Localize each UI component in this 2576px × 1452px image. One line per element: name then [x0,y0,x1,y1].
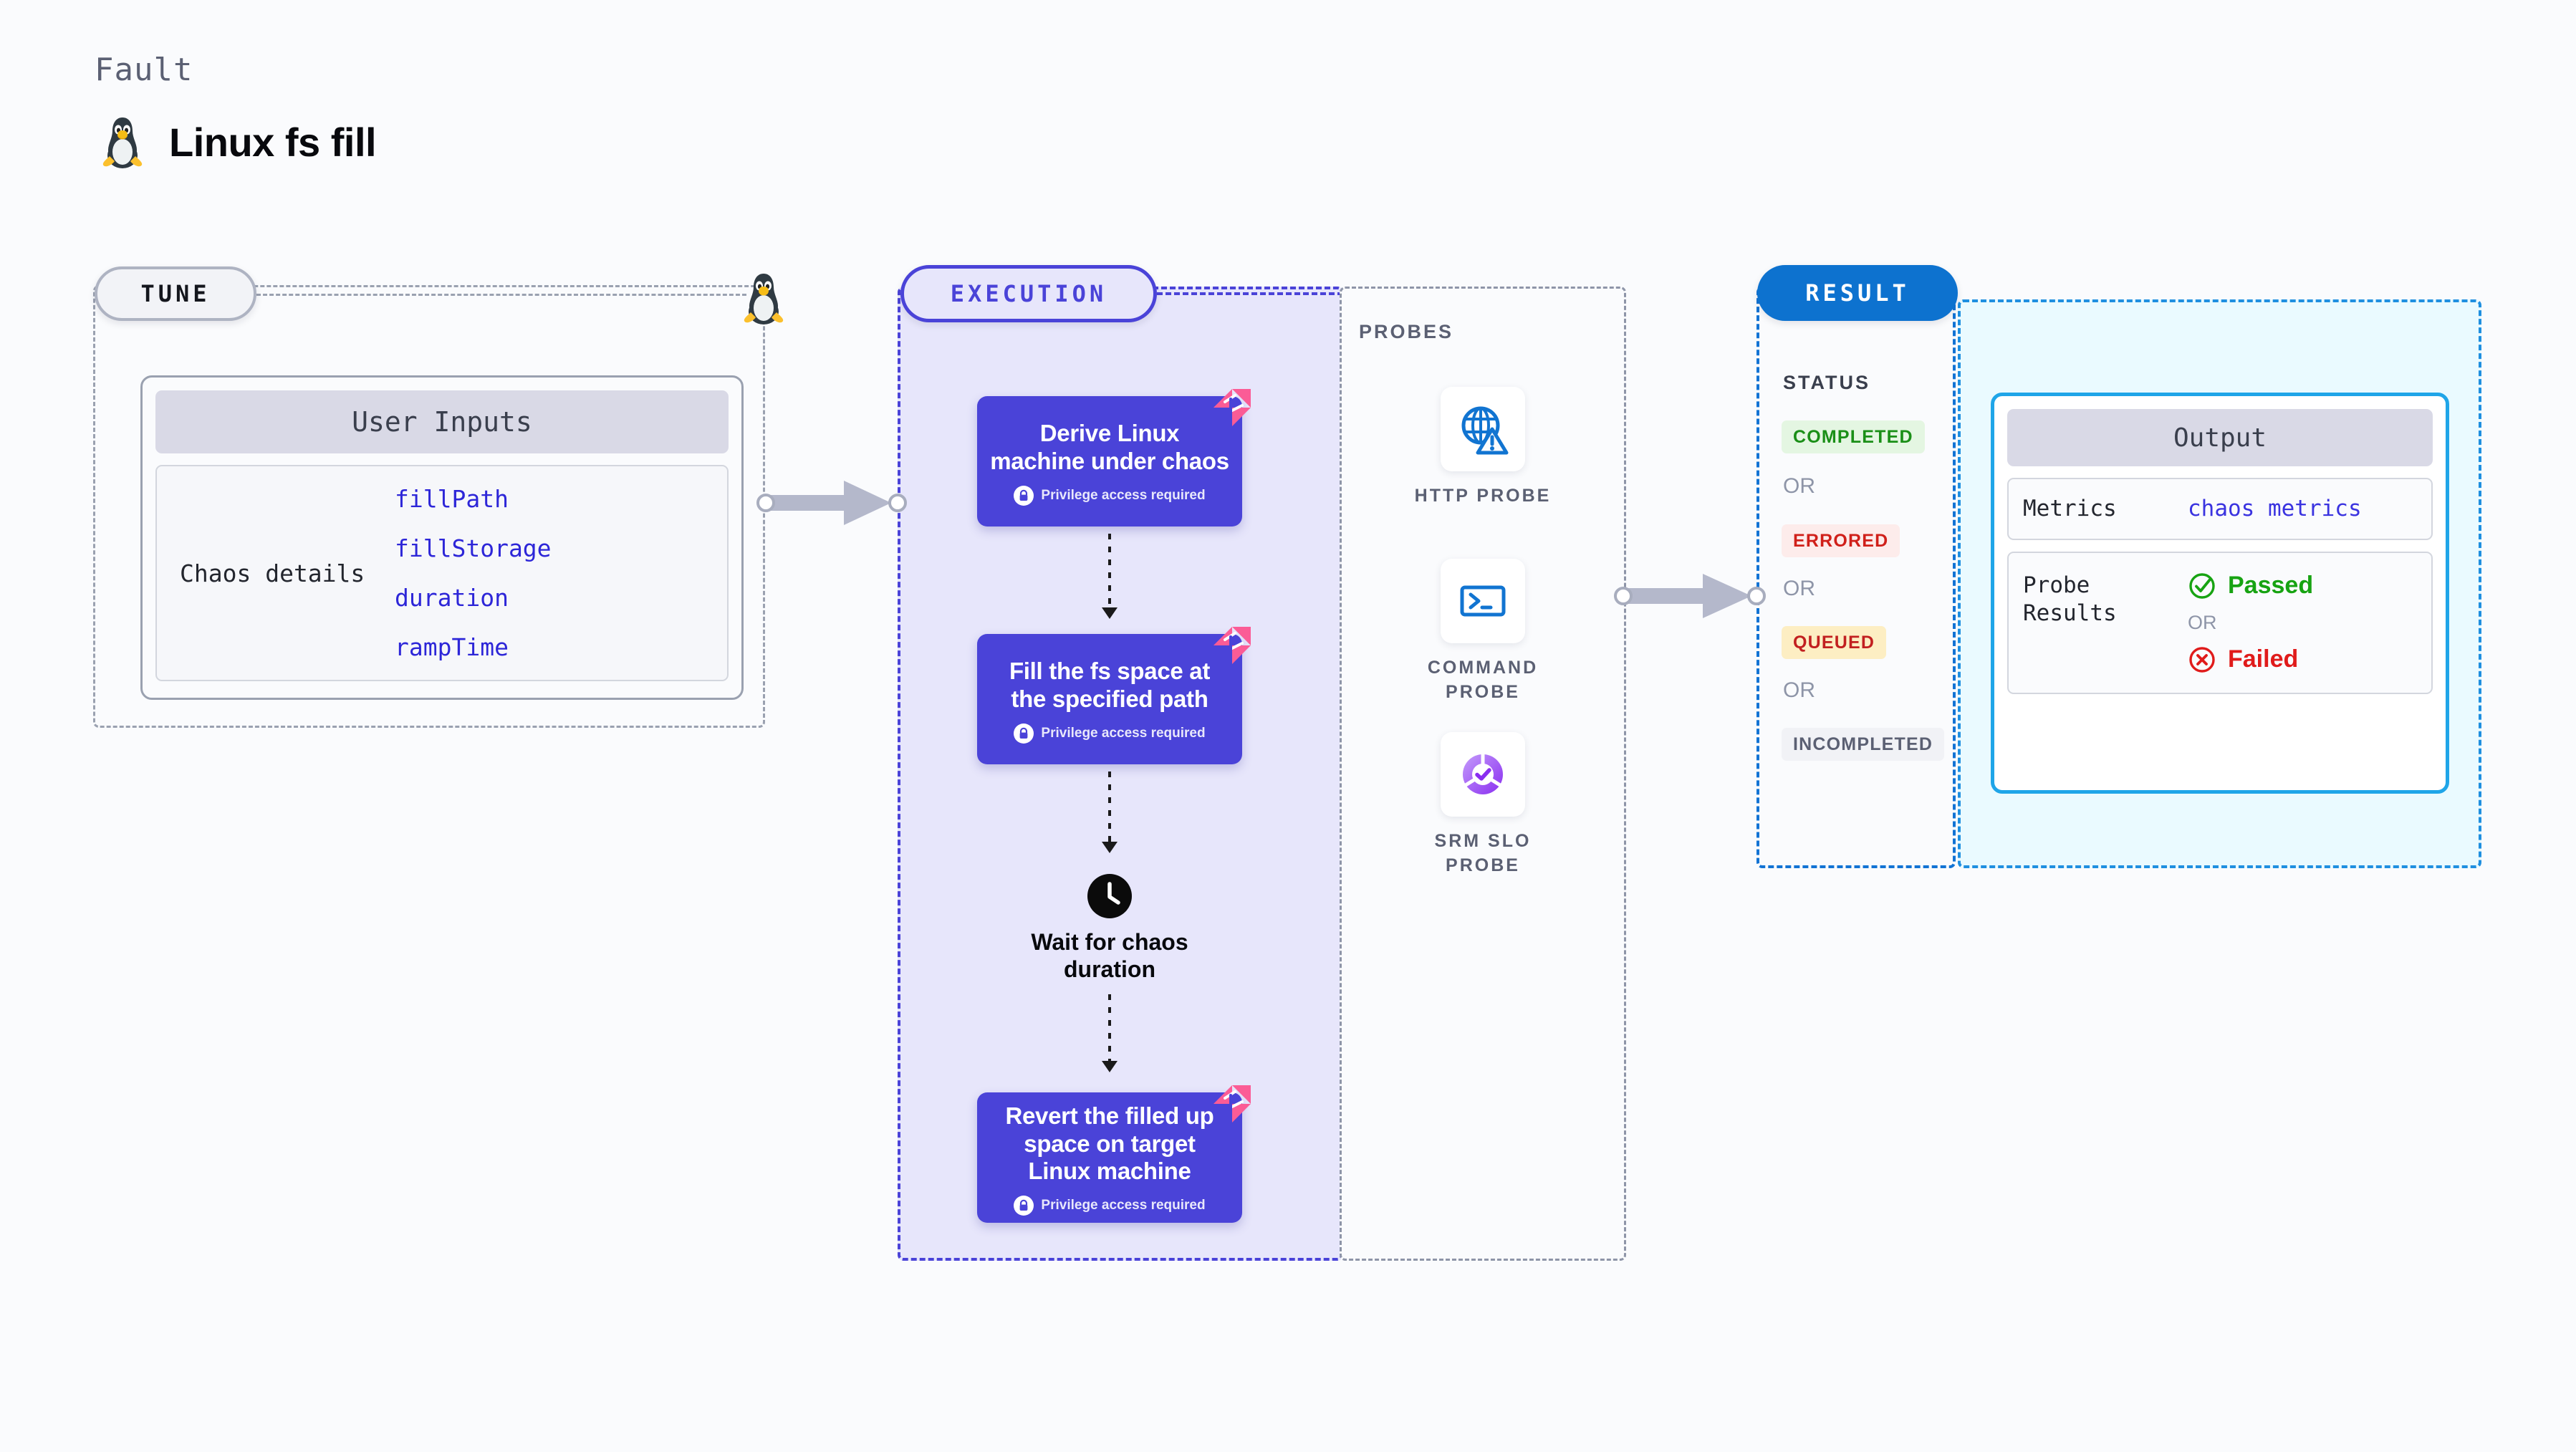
privilege-text: Privilege access required [1041,487,1206,503]
status-heading: STATUS [1783,372,1870,393]
slo-donut-check-icon [1463,754,1503,794]
connector-step2-wait [1108,771,1111,843]
output-metrics-value[interactable]: chaos metrics [2188,496,2362,522]
output-probe-results-key: Probe Results [2023,572,2117,626]
execution-step-2[interactable]: Fill the fs space at the specified path … [977,627,1251,764]
output-metrics-row: Metrics chaos metrics [2007,478,2433,540]
connector-step1-step2-arrowhead [1102,607,1118,619]
execution-step-3-privilege: Privilege access required [1014,1196,1206,1216]
status-chip-incompleted: INCOMPLETED [1782,728,1945,761]
probe-result-or: OR [2188,611,2217,633]
status-chip-queued: QUEUED [1782,626,1887,659]
user-inputs-card: User Inputs Chaos details fillPath fillS… [140,375,744,700]
param-ramptime[interactable]: rampTime [395,633,509,661]
chaos-ribbon-icon [1213,389,1251,426]
probe-srm-slo-label: SRM SLO PROBE [1434,831,1532,875]
param-fillpath[interactable]: fillPath [395,485,509,513]
output-metrics-key: Metrics [2023,496,2117,521]
page-title-row: Linux fs fill [100,115,377,169]
linux-penguin-icon [100,115,145,169]
page-kicker: Fault [95,52,193,88]
result-status-panel [1756,287,1956,868]
probe-result-passed-label: Passed [2228,572,2314,600]
probe-command-tile[interactable] [1441,559,1525,643]
chaos-ribbon-icon [1213,627,1251,664]
arrow-probes-to-result [1623,574,1751,618]
connector-dot-probes-out [1614,587,1633,605]
lock-icon [1014,723,1034,744]
chaos-details-label: Chaos details [180,559,365,587]
connector-dot-result-in [1747,587,1766,605]
probe-command[interactable]: COMMAND PROBE [1411,559,1554,705]
connector-step2-wait-arrowhead [1102,842,1118,853]
probe-result-failed-label: Failed [2228,645,2299,673]
globe-warning-icon [1461,406,1509,455]
execution-step-1-title: Derive Linux machine under chaos [990,420,1229,474]
output-card: Output Metrics chaos metrics Probe Resul… [1991,393,2449,794]
tune-badge[interactable]: TUNE [95,266,256,321]
probe-srm-slo-tile[interactable] [1441,732,1525,817]
connector-dot-tune-out [756,494,775,512]
execution-step-1-privilege: Privilege access required [1014,485,1206,506]
probe-result-failed: Failed [2188,645,2313,674]
check-circle-icon [2189,573,2215,599]
linux-penguin-icon [741,271,786,325]
output-probe-results-values: Passed OR Failed [2188,572,2313,674]
param-duration[interactable]: duration [395,584,509,612]
connector-wait-step3 [1108,994,1111,1062]
clock-icon [1087,874,1132,918]
execution-step-2-title: Fill the fs space at the specified path [1009,658,1211,712]
execution-step-3-title: Revert the filled up space on target Lin… [1005,1102,1214,1185]
chaos-details-row: Chaos details fillPath fillStorage durat… [155,465,729,681]
page-title: Linux fs fill [169,119,377,165]
status-or-3: OR [1783,678,1815,702]
status-chip-completed: COMPLETED [1782,420,1925,453]
lock-icon [1014,1196,1034,1216]
probe-command-label: COMMAND PROBE [1427,658,1539,702]
connector-wait-step3-arrowhead [1102,1061,1118,1072]
execution-step-2-privilege: Privilege access required [1014,723,1206,744]
x-circle-icon [2189,647,2215,673]
terminal-prompt-icon [1460,585,1506,617]
arrow-tune-to-execution [765,481,891,525]
probe-srm-slo[interactable]: SRM SLO PROBE [1411,732,1554,878]
probe-http[interactable]: HTTP PROBE [1411,387,1554,509]
probe-result-passed: Passed [2188,572,2313,600]
probe-http-label: HTTP PROBE [1414,486,1552,506]
result-badge[interactable]: RESULT [1757,265,1958,321]
probes-title: PROBES [1359,321,1454,342]
wait-node-label: Wait for chaos duration [1031,929,1188,983]
connector-step1-step2 [1108,534,1111,609]
execution-step-1[interactable]: Derive Linux machine under chaos Privile… [977,389,1251,527]
execution-badge[interactable]: EXECUTION [900,265,1157,322]
param-fillstorage[interactable]: fillStorage [395,534,552,562]
chaos-details-params: fillPath fillStorage duration rampTime [395,485,552,661]
status-or-1: OR [1783,474,1815,498]
status-chip-errored: ERRORED [1782,524,1900,557]
wait-node: Wait for chaos duration [1017,874,1203,984]
connector-dot-execution-in [888,494,907,512]
execution-step-3[interactable]: Revert the filled up space on target Lin… [977,1085,1251,1223]
user-inputs-header: User Inputs [155,390,729,453]
output-probe-results-row: Probe Results Passed OR Failed [2007,551,2433,694]
privilege-text: Privilege access required [1041,725,1206,741]
lock-icon [1014,485,1034,506]
output-card-header: Output [2007,409,2433,466]
status-or-2: OR [1783,577,1815,600]
chaos-ribbon-icon [1213,1085,1251,1122]
tune-leader-line [256,294,746,296]
probe-http-tile[interactable] [1441,387,1525,471]
privilege-text: Privilege access required [1041,1198,1206,1213]
